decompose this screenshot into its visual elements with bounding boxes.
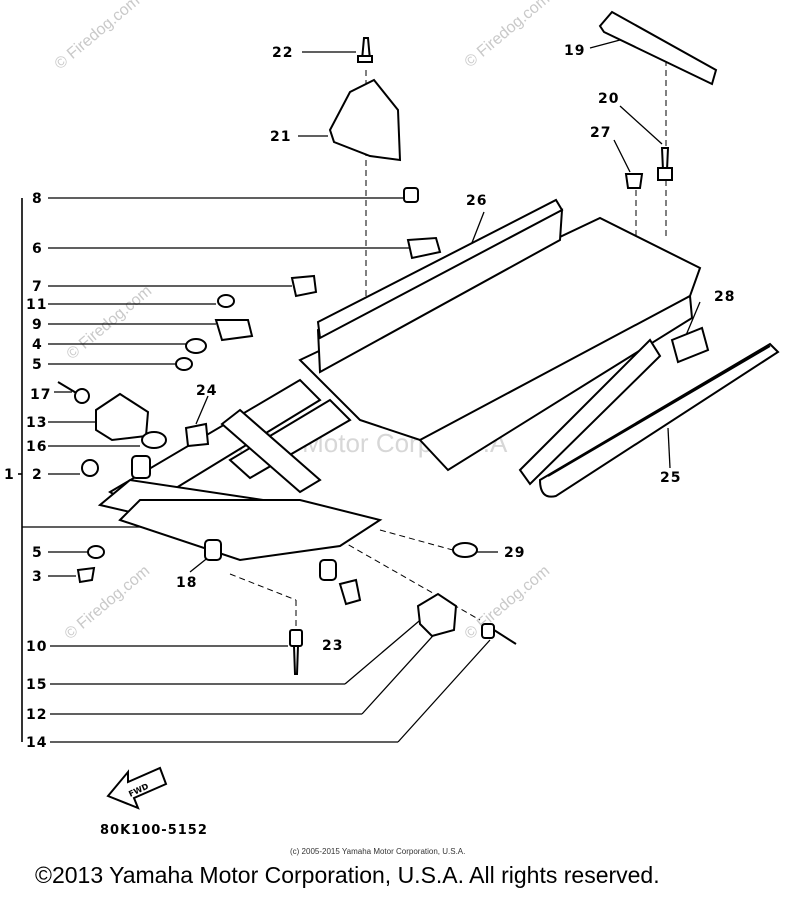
callout-27: 27 — [590, 125, 611, 141]
small-parts — [57, 10, 718, 675]
callout-24: 24 — [196, 383, 217, 399]
slide-rail-25 — [538, 342, 780, 498]
leader-lines — [22, 39, 701, 743]
callout-labels: 8 6 7 11 9 4 5 17 13 16 1 2 5 3 10 15 12… — [4, 43, 735, 751]
watermark-site: © Firedog.com — [62, 562, 153, 643]
chassis-frame — [97, 208, 702, 581]
callout-16: 16 — [26, 439, 47, 455]
watermark-site: © Firedog.com — [64, 282, 155, 363]
front-direction-arrow: FWD — [106, 766, 168, 810]
callout-1: 1 — [4, 467, 15, 483]
callout-5: 5 — [32, 357, 43, 373]
callout-6: 6 — [32, 241, 43, 257]
diagram-code: 80K100-5152 — [100, 823, 208, 838]
callout-25: 25 — [660, 470, 681, 486]
callout-9: 9 — [32, 317, 43, 333]
watermark-site: © Firedog.com — [462, 0, 553, 71]
callout-20: 20 — [598, 91, 619, 107]
watermark-site: © Firedog.com — [462, 562, 553, 643]
callout-13: 13 — [26, 415, 47, 431]
copyright-notice: ©2013 Yamaha Motor Corporation, U.S.A. A… — [35, 862, 660, 888]
callout-23: 23 — [322, 638, 343, 654]
callout-14: 14 — [26, 735, 47, 751]
callout-15: 15 — [26, 677, 47, 693]
callout-2: 2 — [32, 467, 43, 483]
small-copyright: (c) 2005-2015 Yamaha Motor Corporation, … — [290, 847, 466, 856]
callout-5: 5 — [32, 545, 43, 561]
callout-17: 17 — [30, 387, 51, 403]
callout-4: 4 — [32, 337, 43, 353]
callout-21: 21 — [270, 129, 291, 145]
callout-18: 18 — [176, 575, 197, 591]
callout-26: 26 — [466, 193, 487, 209]
callout-3: 3 — [32, 569, 43, 585]
callout-7: 7 — [32, 279, 43, 295]
callout-10: 10 — [26, 639, 47, 655]
group-bracket — [18, 198, 23, 742]
callout-22: 22 — [272, 45, 293, 61]
slide-rail-26 — [316, 198, 564, 340]
callout-8: 8 — [32, 191, 43, 207]
callout-12: 12 — [26, 707, 47, 723]
callout-19: 19 — [564, 43, 585, 59]
watermark-site: © Firedog.com — [52, 0, 143, 73]
callout-28: 28 — [714, 289, 735, 305]
callout-29: 29 — [504, 545, 525, 561]
callout-11: 11 — [26, 297, 47, 313]
